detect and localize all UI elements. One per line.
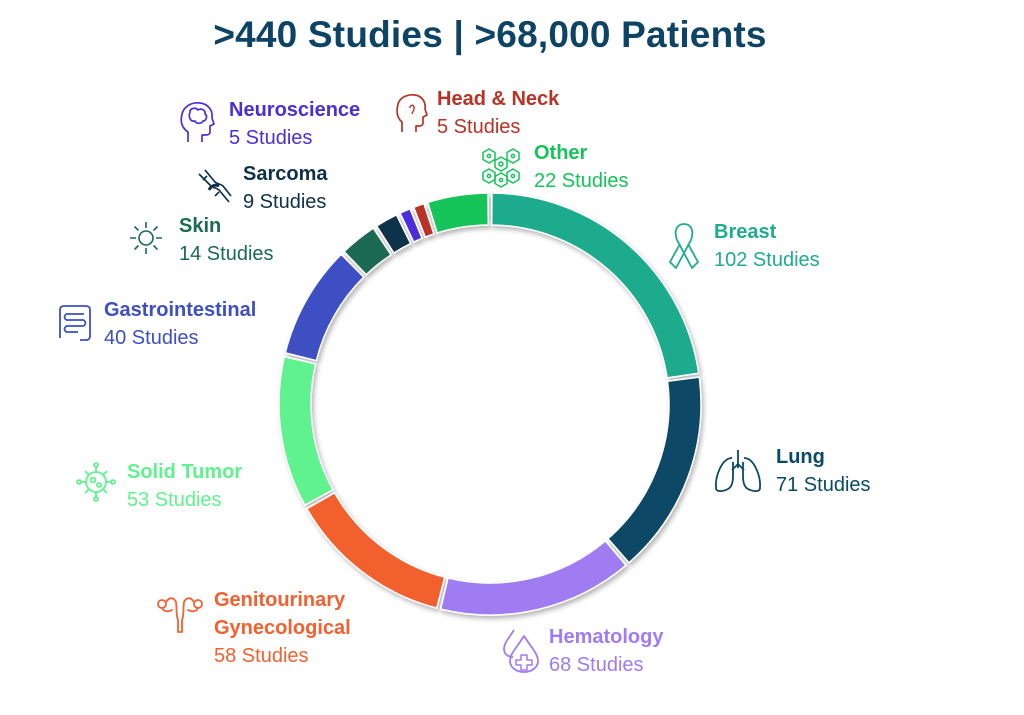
label-genitourinary: Genitourinary Gynecological 58 Studies bbox=[214, 586, 351, 670]
label-other-name: Other bbox=[534, 142, 588, 164]
label-genitourinary-count: 58 Studies bbox=[214, 645, 309, 667]
label-other-count: 22 Studies bbox=[534, 170, 629, 192]
slice-head-neck bbox=[412, 202, 435, 239]
slice-genitourinary-gynecological bbox=[305, 491, 446, 610]
label-neuroscience-count: 5 Studies bbox=[229, 127, 313, 149]
label-solid-tumor-count: 53 Studies bbox=[127, 489, 222, 511]
intestine-icon bbox=[54, 302, 96, 344]
label-head-neck-name: Head & Neck bbox=[437, 88, 560, 110]
tumor-cell-icon bbox=[76, 462, 116, 502]
cells-hexagon-icon bbox=[478, 143, 524, 189]
label-breast-name: Breast bbox=[714, 221, 777, 243]
slice-breast bbox=[490, 192, 700, 379]
slice-sarcoma bbox=[375, 213, 412, 255]
slice-solid-tumor bbox=[278, 355, 334, 507]
label-gastrointestinal: Gastrointestinal 40 Studies bbox=[104, 296, 256, 352]
chart-title: >440 Studies | >68,000 Patients bbox=[213, 14, 767, 55]
brain-head-icon bbox=[176, 100, 216, 144]
label-breast-count: 102 Studies bbox=[714, 249, 820, 271]
label-skin-count: 14 Studies bbox=[179, 243, 274, 265]
label-solid-tumor: Solid Tumor 53 Studies bbox=[127, 458, 242, 514]
label-head-neck-count: 5 Studies bbox=[437, 116, 521, 138]
awareness-ribbon-icon bbox=[664, 220, 704, 272]
label-lung-count: 71 Studies bbox=[776, 474, 871, 496]
label-genitourinary-name-1: Genitourinary bbox=[214, 589, 346, 611]
label-other: Other 22 Studies bbox=[534, 139, 629, 195]
label-head-neck: Head & Neck 5 Studies bbox=[437, 85, 559, 141]
label-gastrointestinal-name: Gastrointestinal bbox=[104, 299, 257, 321]
label-neuroscience: Neuroscience 5 Studies bbox=[229, 96, 360, 152]
label-lung-name: Lung bbox=[776, 446, 825, 468]
label-hematology-count: 68 Studies bbox=[549, 654, 644, 676]
label-hematology: Hematology 68 Studies bbox=[549, 623, 663, 679]
slice-lung bbox=[606, 376, 702, 564]
head-profile-icon bbox=[394, 92, 428, 134]
bone-joint-icon bbox=[195, 166, 233, 206]
uterus-icon bbox=[156, 590, 204, 636]
label-sarcoma: Sarcoma 9 Studies bbox=[243, 160, 328, 216]
label-sarcoma-name: Sarcoma bbox=[243, 163, 328, 185]
slice-gastrointestinal bbox=[284, 253, 365, 362]
label-skin: Skin 14 Studies bbox=[179, 212, 274, 268]
label-neuroscience-name: Neuroscience bbox=[229, 99, 361, 121]
label-solid-tumor-name: Solid Tumor bbox=[127, 461, 243, 483]
label-lung: Lung 71 Studies bbox=[776, 443, 871, 499]
lungs-icon bbox=[712, 446, 764, 494]
label-gastrointestinal-count: 40 Studies bbox=[104, 327, 199, 349]
label-hematology-name: Hematology bbox=[549, 626, 664, 648]
label-genitourinary-name-2: Gynecological bbox=[214, 617, 351, 639]
slice-neuroscience bbox=[399, 207, 424, 244]
blood-drop-icon bbox=[500, 626, 544, 674]
label-breast: Breast 102 Studies bbox=[714, 218, 820, 274]
slice-hematology bbox=[439, 539, 628, 616]
label-skin-name: Skin bbox=[179, 215, 222, 237]
slice-skin bbox=[343, 227, 393, 276]
slice-other bbox=[426, 192, 490, 234]
label-sarcoma-count: 9 Studies bbox=[243, 191, 327, 213]
sun-icon bbox=[128, 220, 164, 256]
